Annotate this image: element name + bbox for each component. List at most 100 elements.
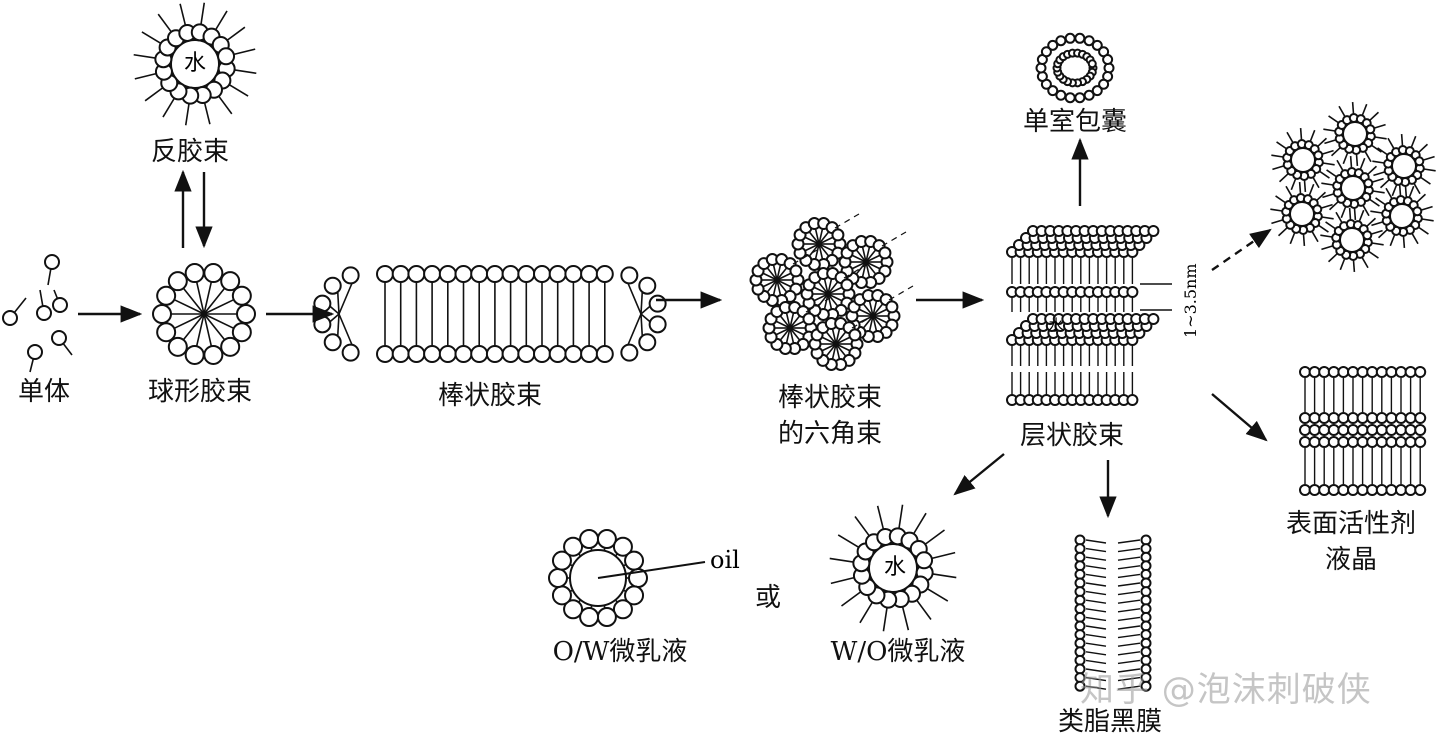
- head-circle: [156, 285, 177, 306]
- tail-line: [776, 279, 792, 288]
- tail-line: [862, 303, 874, 317]
- head-circle: [44, 254, 60, 270]
- tail-line: [1117, 625, 1141, 630]
- tail-line: [789, 327, 801, 341]
- tail-line: [1299, 128, 1303, 141]
- head-circle: [1083, 35, 1095, 47]
- tail-line: [813, 286, 829, 295]
- head-circle: [470, 345, 489, 363]
- tail-line: [1369, 198, 1380, 207]
- structure-drawings: [2, 2, 1436, 692]
- head-circle: [1308, 484, 1321, 496]
- head-circle: [1366, 412, 1379, 424]
- head-circle: [1356, 366, 1369, 378]
- tail-line: [1423, 168, 1436, 172]
- tail-line: [1322, 193, 1335, 199]
- head-circle: [1299, 484, 1311, 496]
- black-lipid-membrane-label: 类脂黑膜: [1057, 707, 1162, 737]
- tail-line: [851, 254, 867, 263]
- head-circle: [1414, 436, 1427, 448]
- head-circle: [1098, 78, 1110, 90]
- tail-line: [1370, 229, 1383, 235]
- head-circle: [1356, 436, 1369, 448]
- head-circle: [1040, 46, 1052, 58]
- tail-line: [818, 228, 824, 245]
- head-circle: [323, 276, 342, 295]
- rod-micelle: [313, 265, 667, 363]
- tail-line: [1328, 201, 1339, 211]
- head-circle: [1308, 412, 1321, 424]
- head-circle: [1385, 484, 1398, 496]
- water-core: [170, 39, 220, 89]
- tail-line: [861, 261, 867, 278]
- tail-line: [808, 243, 820, 257]
- head-circle: [1337, 436, 1350, 448]
- watermark: 知乎 @泡沫刺破侠: [1080, 670, 1372, 710]
- tail-line: [912, 512, 927, 535]
- head-circle: [407, 345, 426, 363]
- tail-line: [830, 576, 855, 585]
- tail-line: [1366, 217, 1377, 227]
- head-circle: [595, 265, 614, 283]
- head-circle: [915, 551, 934, 570]
- tail-line: [876, 505, 885, 530]
- head-circle: [878, 246, 892, 260]
- head-circle: [638, 276, 657, 295]
- tail-line: [1085, 642, 1107, 647]
- head-circle: [407, 265, 426, 283]
- head-circle: [454, 345, 473, 363]
- head-circle: [548, 265, 567, 283]
- tail-line: [865, 254, 881, 263]
- head-circle: [595, 345, 614, 363]
- arrow-lamellar-to-inverse-hexagonal: [1211, 228, 1272, 271]
- monomer-label: 单体: [17, 377, 70, 407]
- tail-line: [1339, 258, 1346, 271]
- tail-line: [1328, 115, 1339, 124]
- tail-line: [1413, 182, 1421, 195]
- reverse-micelle: [133, 2, 257, 126]
- tail-line: [1351, 102, 1355, 115]
- tail-line: [1373, 171, 1386, 177]
- tail-line: [173, 313, 205, 330]
- tail-line: [1325, 221, 1336, 230]
- tail-line: [843, 263, 869, 279]
- tail-line: [179, 3, 187, 26]
- tail-line: [772, 279, 778, 296]
- tail-line: [144, 87, 164, 102]
- water-core: [868, 543, 918, 593]
- head-circle: [1327, 484, 1340, 496]
- tail-line: [1312, 176, 1320, 189]
- vesicle: [1035, 32, 1115, 104]
- head-circle: [1385, 412, 1398, 424]
- tail-line: [1370, 210, 1383, 214]
- head-circle: [1327, 412, 1340, 424]
- monomer-group: [2, 254, 73, 373]
- tail-line: [1285, 185, 1293, 198]
- tail-line: [1359, 157, 1366, 170]
- tail-line: [851, 313, 877, 329]
- tail-line: [1374, 136, 1387, 140]
- head-circle: [1337, 412, 1350, 424]
- tail-line: [1418, 226, 1429, 235]
- tail-line: [1330, 147, 1341, 157]
- tail-line: [1342, 152, 1349, 165]
- tail-line: [789, 315, 801, 329]
- tail-line: [827, 293, 833, 310]
- head-circle: [579, 529, 600, 550]
- tail-line: [133, 53, 156, 59]
- head-circle: [1362, 230, 1373, 241]
- tail-line: [1319, 170, 1330, 179]
- tail-line: [818, 236, 834, 245]
- head-circle: [1126, 286, 1139, 298]
- tail-line: [1371, 242, 1384, 246]
- tail-line: [1278, 173, 1289, 183]
- tail-line: [214, 10, 228, 31]
- head-circle: [184, 263, 205, 284]
- tail-line: [926, 587, 949, 602]
- head-circle: [1064, 32, 1076, 44]
- tail-line: [203, 281, 213, 315]
- head-circle: [789, 264, 803, 278]
- tail-line: [1085, 590, 1107, 596]
- lamellar-micelle-label: 层状胶束: [1019, 421, 1124, 451]
- tail-line: [141, 31, 162, 45]
